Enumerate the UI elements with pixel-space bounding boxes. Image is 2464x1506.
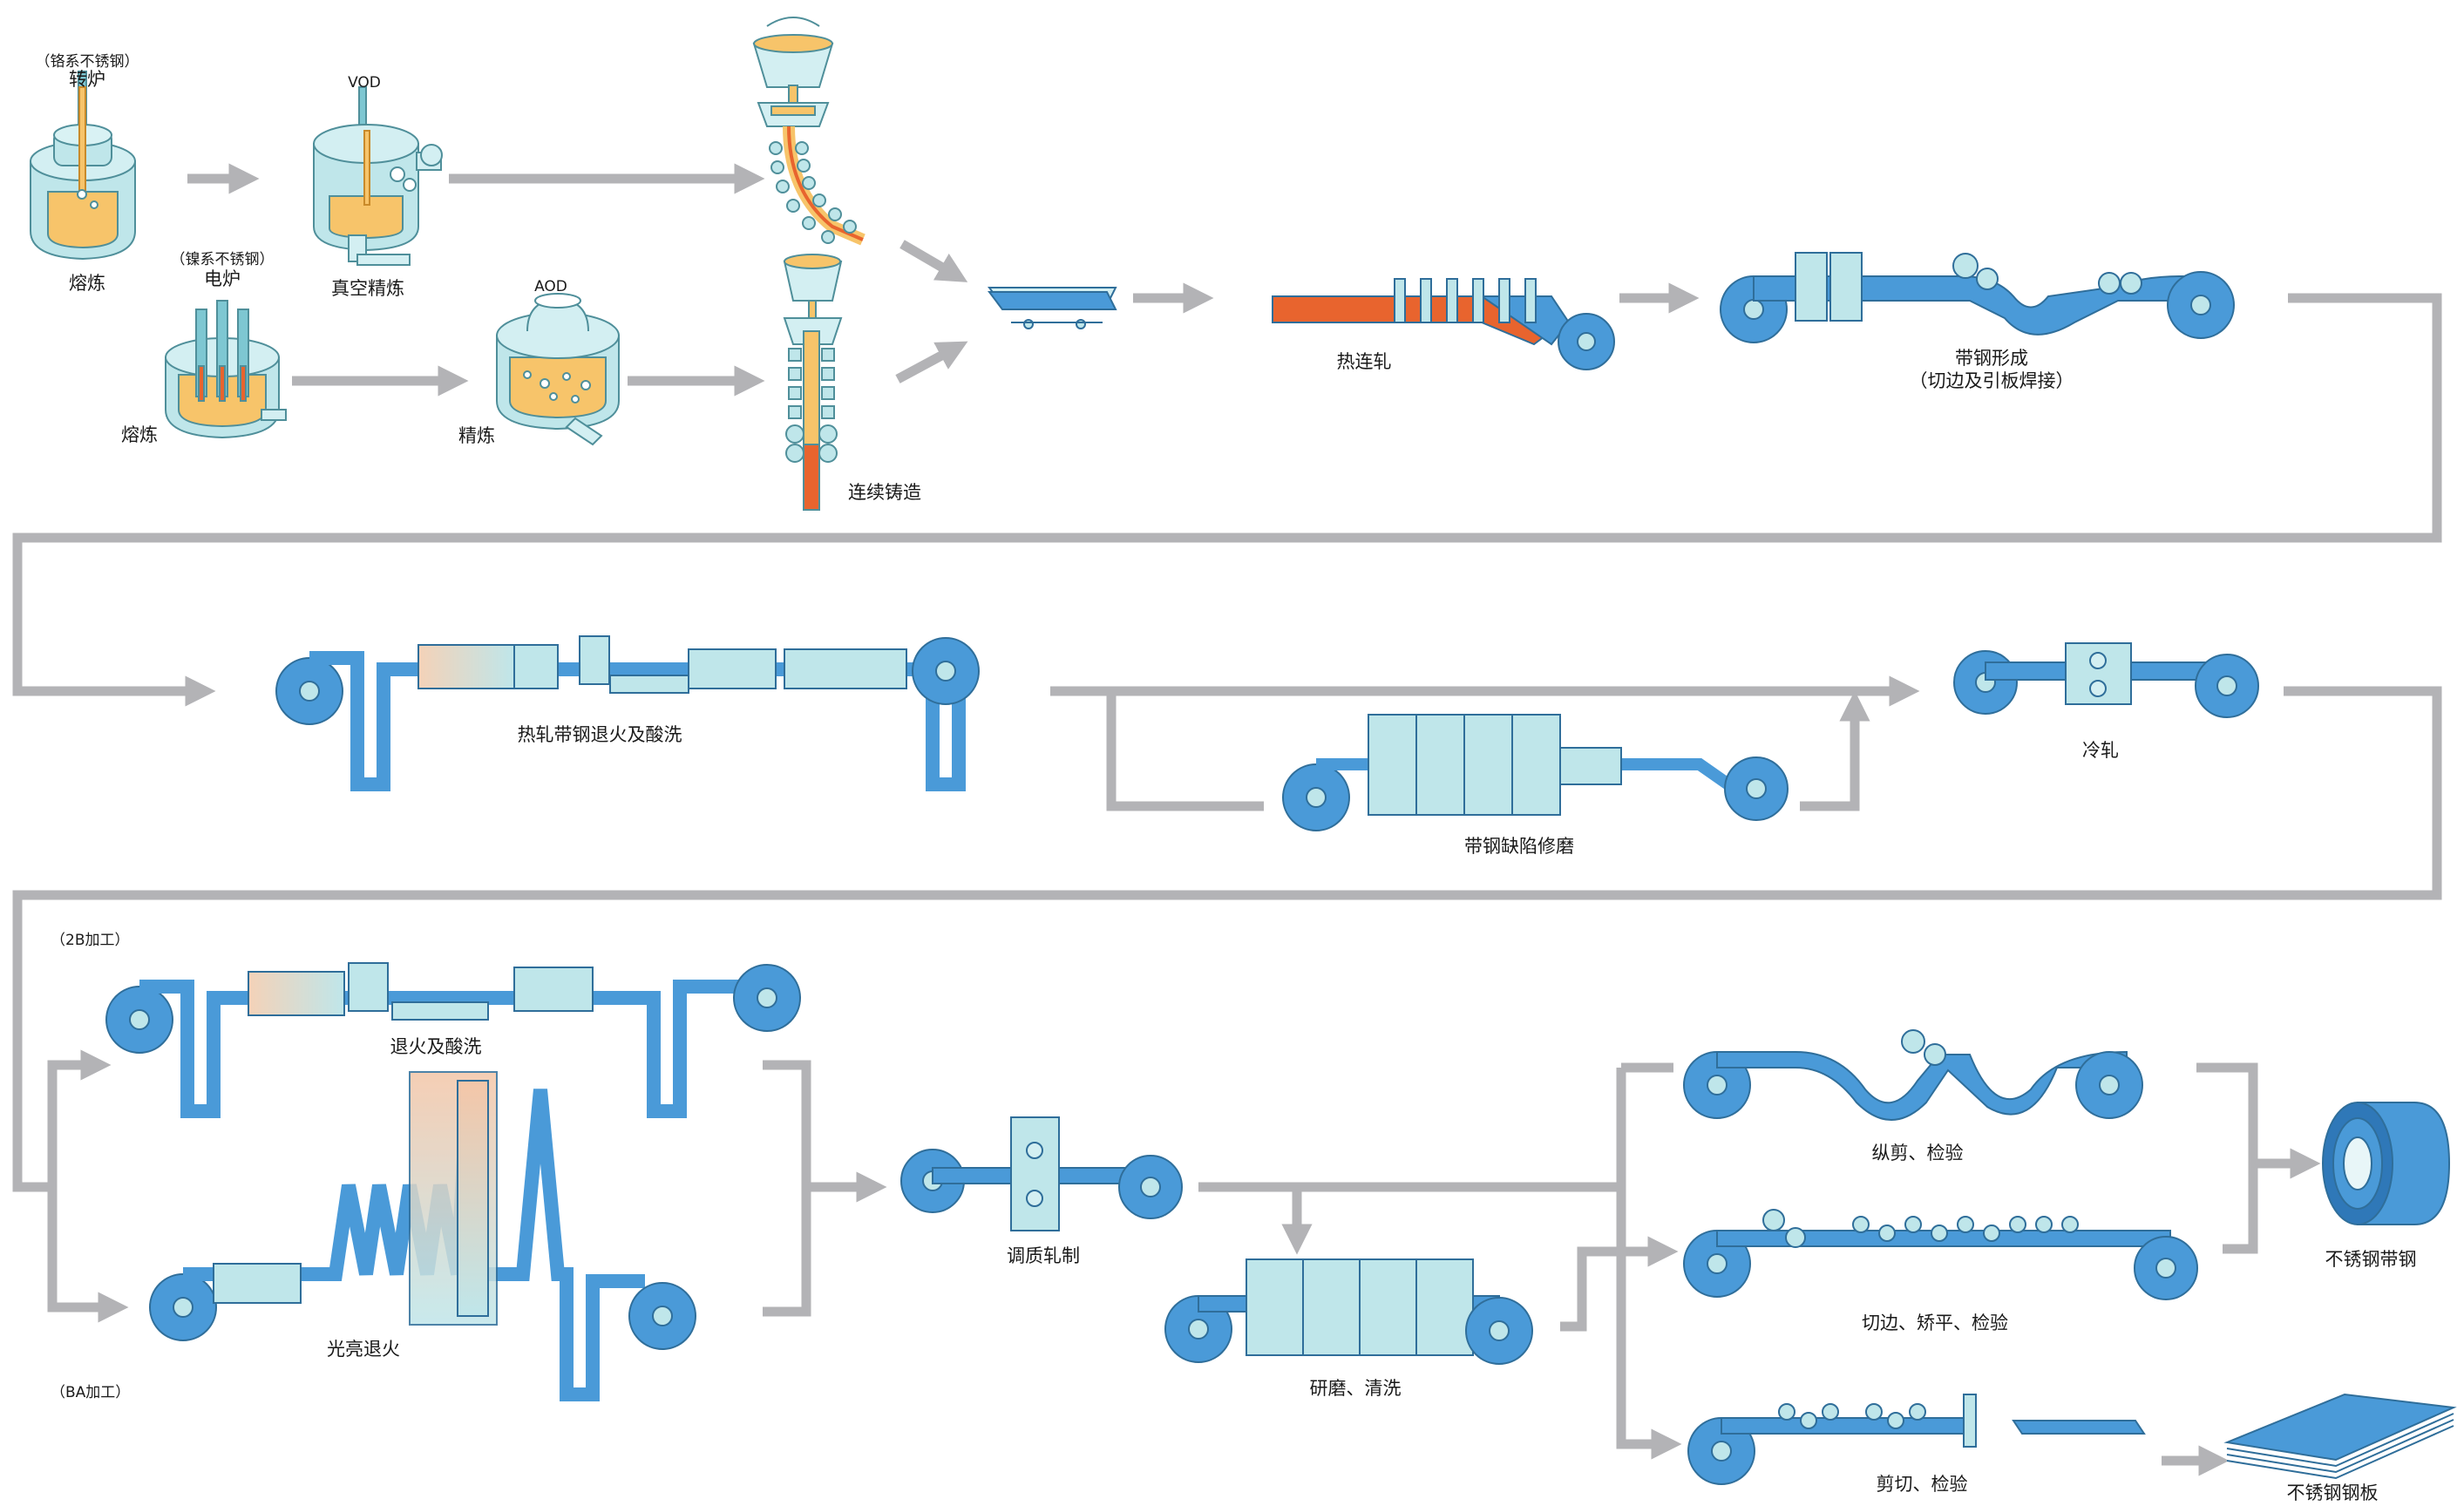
vod-vessel-icon [313,86,443,266]
label-hot-rolling: 热连轧 [1336,351,1392,372]
converter-icon [30,71,136,261]
label-slitting-inspect: 纵剪、检验 [1871,1143,1964,1163]
arrow-row1-to-row2 [12,293,2442,707]
label-converter: 转炉 [69,69,105,90]
arrow-finish-bracket [2196,1062,2258,1254]
hot-anneal-pickle-line [275,635,980,791]
arrow-casting-top-to-slab [899,240,968,282]
label-ni-prefix: （镍系不锈钢） [170,251,275,268]
label-hot-anneal-pickle: 热轧带钢退火及酸洗 [517,724,682,745]
label-process-ba: （BA加工） [51,1384,131,1401]
label-strip-forming-note: （切边及引板焊接） [1909,370,2074,391]
label-refine: 精炼 [458,425,495,446]
label-process-2b: （2B加工） [51,932,130,949]
ladle-icon [752,17,865,246]
label-continuous-casting: 连续铸造 [848,482,921,503]
label-bright-anneal: 光亮退火 [327,1339,400,1360]
label-aod: AOD [534,278,567,295]
label-cr-prefix: （铬系不锈钢） [35,53,139,71]
label-vod: VOD [348,74,381,92]
label-smelting-2: 熔炼 [121,424,158,445]
arrow-casting-bottom-to-slab [895,341,968,383]
label-cold-rolling: 冷轧 [2082,740,2119,761]
temper-rolling-mill [900,1116,1183,1231]
electric-furnace-icon [165,300,287,439]
arrow-row2-to-row3 [12,686,2442,1192]
label-trim-level-inspect: 切边、矫平、检验 [1862,1313,2008,1333]
label-defect-grinding: 带钢缺陷修磨 [1464,836,1574,857]
ladle-icon [783,254,843,511]
label-smelting-1: 熔炼 [69,273,105,294]
trim-level-line [1683,1209,2198,1300]
arrow-merge-bracket [763,1060,811,1317]
arrow-grind-to-cold [1800,690,1870,811]
cutting-line [1687,1394,2146,1485]
coil-icon [2322,1102,2451,1225]
slab-icon [988,287,1117,329]
aod-vessel-icon [496,293,620,446]
strip-forming-line [1720,252,2235,343]
sheet-stack-icon [2223,1393,2457,1480]
label-product-strip: 不锈钢带钢 [2325,1249,2417,1270]
anneal-pickle-2b-line [105,962,801,1118]
label-cut-inspect: 剪切、检验 [1876,1474,1968,1495]
cold-rolling-mill [1953,642,2259,718]
label-electric-furnace: 电炉 [204,268,241,289]
label-vacuum-refine: 真空精炼 [331,278,404,299]
hot-rolling-mill [1272,278,1615,370]
label-anneal-pickle: 退火及酸洗 [390,1036,482,1057]
label-temper-rolling: 调质轧制 [1007,1245,1080,1266]
defect-grinding-line [1282,714,1789,831]
arrow-to-2b [47,1049,112,1187]
arrow-branch-to-grind [1106,691,1264,811]
arrow-finish-trunk [1616,1068,1682,1460]
label-product-sheet: 不锈钢钢板 [2286,1482,2379,1503]
arrow-grind-to-trim [1560,1236,1679,1332]
flow-arrows [12,163,2442,1476]
bright-anneal-ba-line [149,1071,696,1401]
label-grind-clean: 研磨、清洗 [1309,1378,1402,1399]
grind-clean-line [1164,1258,1533,1365]
label-strip-forming: 带钢形成 [1955,348,2028,369]
arrow-to-ba [47,1187,129,1323]
slitting-line [1683,1029,2143,1121]
